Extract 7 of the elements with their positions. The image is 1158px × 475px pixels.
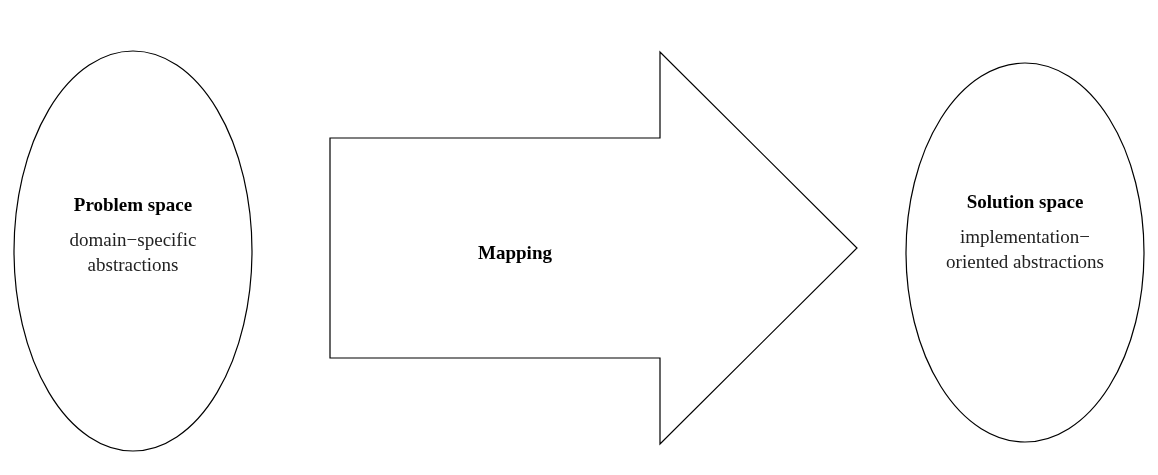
ellipse-node xyxy=(905,62,1145,443)
node-title: Solution space xyxy=(966,190,1084,213)
node-title: Problem space xyxy=(73,194,193,217)
ellipse-node xyxy=(13,50,253,452)
block-arrow xyxy=(329,50,858,446)
node-description: implementation− oriented abstractions xyxy=(945,224,1105,274)
node-description: domain−specific abstractions xyxy=(68,228,198,277)
